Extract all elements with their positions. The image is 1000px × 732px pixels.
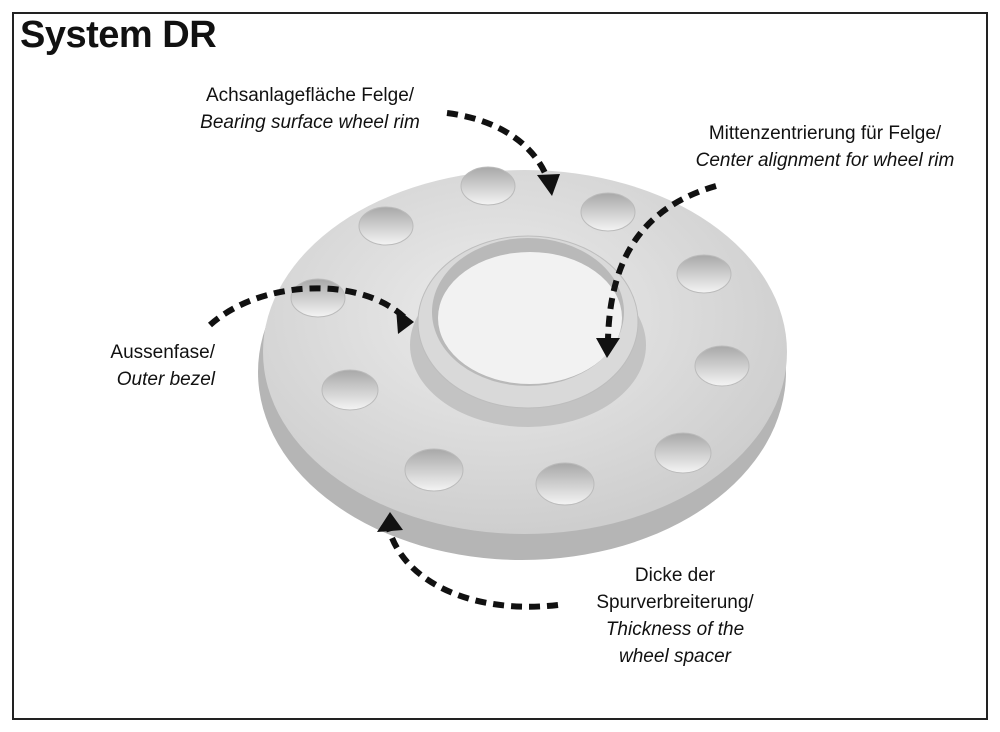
arrow-heads	[377, 174, 620, 532]
label-center-alignment: Mittenzentrierung für Felge/ Center alig…	[670, 120, 980, 174]
label-center-en: Center alignment for wheel rim	[695, 150, 955, 171]
center-ring	[410, 235, 646, 427]
label-outer-bezel: Aussenfase/ Outer bezel	[60, 339, 215, 393]
label-bezel-de: Aussenfase/	[110, 342, 215, 363]
arrow-bezel	[207, 285, 408, 328]
label-bearing-de: Achsanlagefläche Felge/	[205, 85, 415, 106]
label-thickness: Dicke der Spurverbreiterung/ Thickness o…	[575, 562, 775, 670]
arrow-center	[605, 183, 717, 341]
label-thickness-de2: Spurverbreiterung/	[596, 592, 754, 613]
dashed-arrows	[207, 110, 717, 610]
spacer-disc	[258, 166, 787, 560]
arrow-bearing	[446, 110, 551, 182]
label-thickness-de1: Dicke der	[634, 565, 716, 586]
page-title: System DR	[20, 14, 217, 56]
label-center-de: Mittenzentrierung für Felge/	[708, 123, 942, 144]
label-bezel-en: Outer bezel	[116, 369, 215, 390]
label-thickness-en2: wheel spacer	[619, 646, 731, 667]
arrow-thickness	[385, 524, 559, 610]
label-thickness-en1: Thickness of the	[605, 619, 745, 640]
bolt-holes	[290, 166, 750, 506]
label-bearing-surface: Achsanlagefläche Felge/ Bearing surface …	[170, 82, 450, 136]
label-bearing-en: Bearing surface wheel rim	[200, 112, 420, 133]
